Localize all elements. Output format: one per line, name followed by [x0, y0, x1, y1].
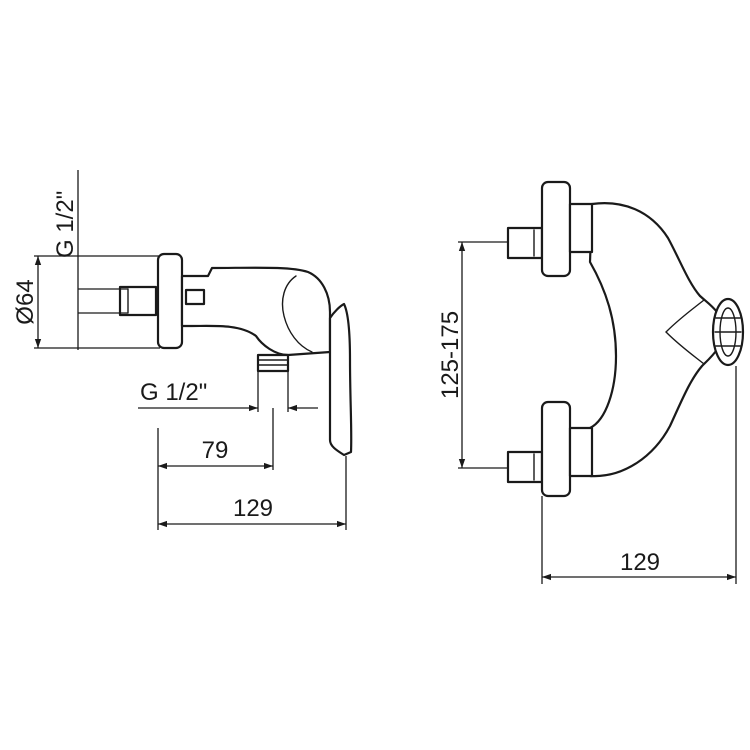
side-rosette	[156, 252, 184, 350]
top-upper-inlet-pipe	[506, 226, 544, 260]
top-view: 125-175 129	[437, 180, 745, 584]
top-upper-rosette	[540, 180, 572, 278]
side-mixer-body	[180, 266, 332, 357]
top-lower-inlet-pipe	[506, 450, 544, 484]
side-inlet-thread-label: G 1/2"	[52, 191, 79, 258]
front-depth-label: 129	[620, 549, 660, 576]
top-lower-rosette	[540, 400, 572, 498]
side-lever-handle	[328, 302, 353, 457]
top-mixer-body	[588, 202, 726, 478]
side-outlet-nut	[256, 353, 290, 373]
side-view: G 1/2" Ø64 G 1/2" 79 129	[12, 170, 353, 530]
side-cap-contour	[281, 275, 313, 353]
body-diameter-label: Ø64	[12, 279, 39, 324]
side-inlet-pipe	[118, 285, 158, 317]
top-upper-collar	[568, 202, 594, 254]
side-depth-label: 129	[233, 495, 273, 522]
top-body-contour	[665, 299, 705, 365]
top-lower-collar	[568, 426, 594, 478]
outlet-offset-label: 79	[202, 437, 229, 464]
outlet-thread-label: G 1/2"	[140, 379, 207, 406]
center-distance-label: 125-175	[437, 311, 464, 399]
side-cover-nut	[184, 288, 206, 306]
